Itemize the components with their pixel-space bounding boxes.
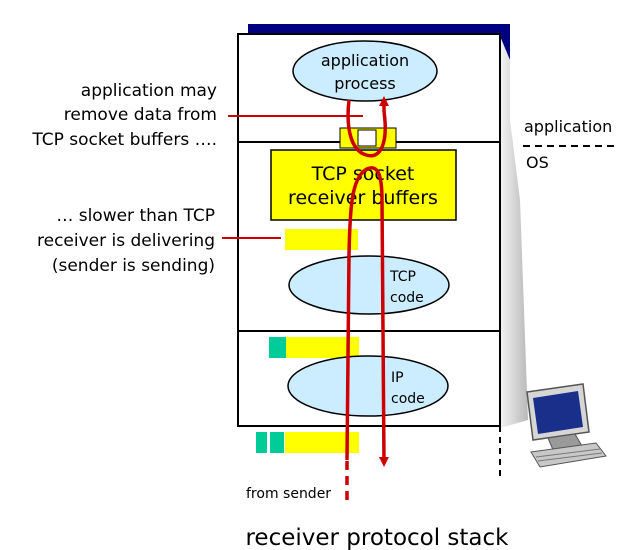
stack-side-edge [500,24,510,60]
top-annotation-line-3: TCP socket buffers …. [31,130,217,150]
side-slab [500,36,528,428]
from-sender-label: from sender [246,486,331,502]
top-annotation-line-2: remove data from [64,105,217,125]
app-read-loop [346,99,387,158]
middle-annotation-line-2: receiver is delivering [37,231,215,251]
tcp-code-line-1: TCP [389,269,416,285]
middle-annotation-line-1: … slower than TCP [56,206,215,226]
application-process-ellipse [292,40,438,102]
app-process-line-1: application [321,51,409,70]
computer-icon [526,383,607,468]
ip-code-ellipse [287,355,449,417]
incoming-segment-ip-header [256,432,267,453]
middle-annotation-line-3: (sender is sending) [52,256,215,276]
ip-code-line-1: IP [391,370,404,386]
outgoing-flow-arrow [364,166,389,467]
incoming-flow-line [345,168,367,461]
tcp-socket-receiver-buffers [270,149,457,221]
tcp-code-line-2: code [390,290,424,306]
buffered-segment [285,229,358,250]
application-label: application [524,117,612,136]
incoming-segment-payload [285,432,359,453]
ip-segment-payload [286,337,359,358]
socket-slot [357,129,377,147]
ip-code-line-2: code [391,391,425,407]
buffers-line-2: receiver buffers [288,187,438,209]
os-label: OS [526,153,549,172]
tcp-code-ellipse [288,255,450,315]
ip-segment-header [269,337,286,358]
incoming-segment-tcp-header [270,432,284,453]
top-annotation-line-1: application may [81,81,217,101]
app-process-line-2: process [334,74,395,93]
diagram-caption: receiver protocol stack [245,525,509,550]
